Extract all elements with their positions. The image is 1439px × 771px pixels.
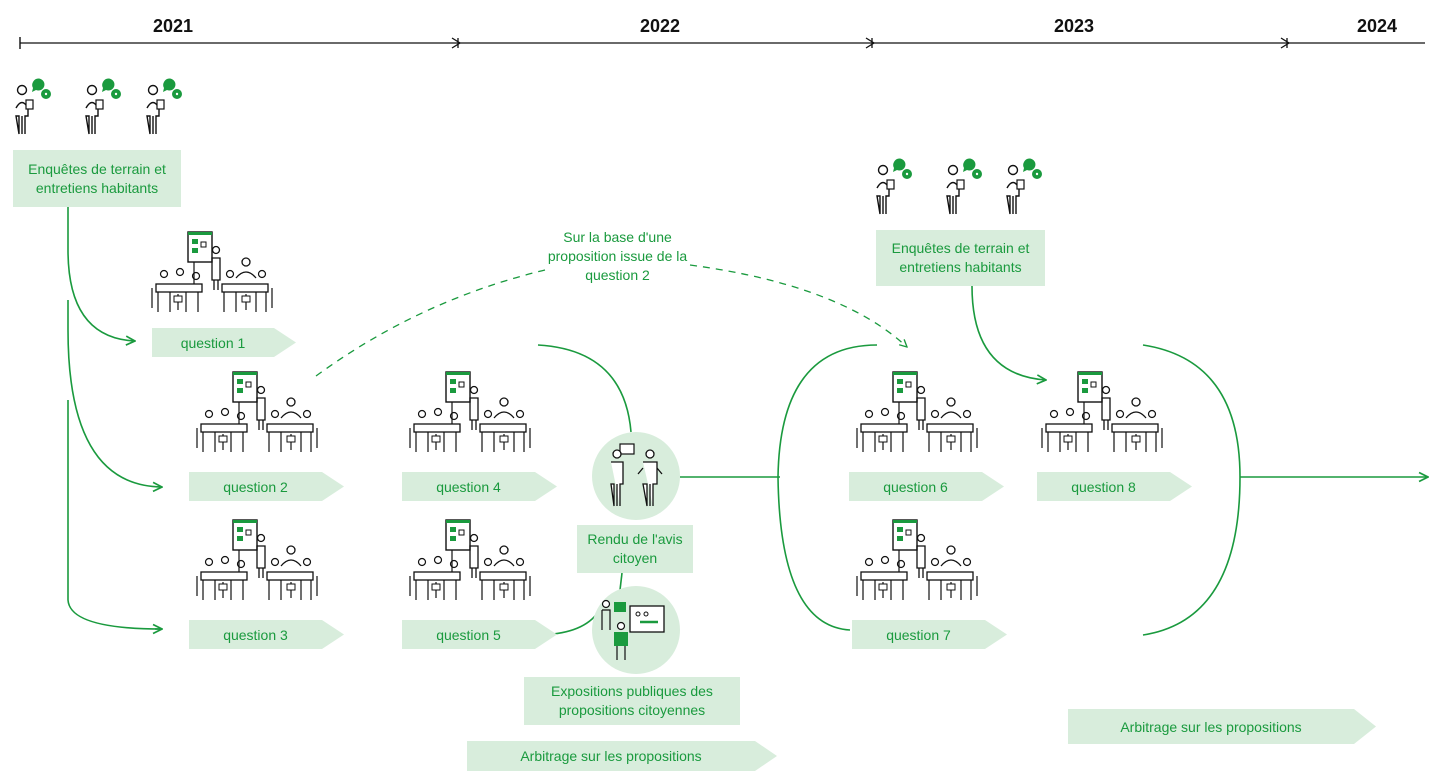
survey-box-2023: Enquêtes de terrain et entretiens habita… [876, 230, 1045, 286]
interviewer-icon [82, 76, 124, 140]
workshop-icon [150, 230, 276, 314]
interviewer-icon [943, 156, 985, 220]
public-exhibition-icon [601, 599, 665, 660]
year-label: 2021 [153, 16, 194, 36]
year-label: 2023 [1054, 16, 1095, 36]
interviewer-icon [143, 76, 185, 140]
interviewer-icon [1003, 156, 1045, 220]
workshop-icon [855, 370, 981, 454]
dashed-link-note: Sur la base d'une proposition issue de l… [547, 229, 688, 283]
avis-citoyen-box: Rendu de l'avis citoyen [577, 525, 693, 573]
interviewer-icon [12, 76, 54, 140]
workshop-icon [855, 518, 981, 602]
question-tag-2: question 2 [189, 472, 344, 501]
workshop-icon [1040, 370, 1166, 454]
question-tag-6: question 6 [849, 472, 1004, 501]
year-label: 2022 [640, 16, 681, 36]
workshop-icon [408, 518, 534, 602]
question-tag-8: question 8 [1037, 472, 1192, 501]
question-tag-7: question 7 [852, 620, 1007, 649]
interviewer-icon [873, 156, 915, 220]
question-tag-1: question 1 [152, 328, 296, 357]
arbitrage-banner-1: Arbitrage sur les propositions [467, 741, 777, 771]
arbitrage-banner-2: Arbitrage sur les propositions [1068, 709, 1376, 744]
expositions-box: Expositions publiques des propositions c… [524, 677, 740, 725]
survey-box-2021: Enquêtes de terrain et entretiens habita… [13, 150, 181, 207]
workshop-icon [195, 518, 321, 602]
citizen-presentation-icon [610, 443, 663, 507]
question-tag-5: question 5 [402, 620, 557, 649]
workshop-icon [195, 370, 321, 454]
question-tag-3: question 3 [189, 620, 344, 649]
year-label: 2024 [1357, 16, 1398, 36]
workshop-icon [408, 370, 534, 454]
question-tag-4: question 4 [402, 472, 557, 501]
